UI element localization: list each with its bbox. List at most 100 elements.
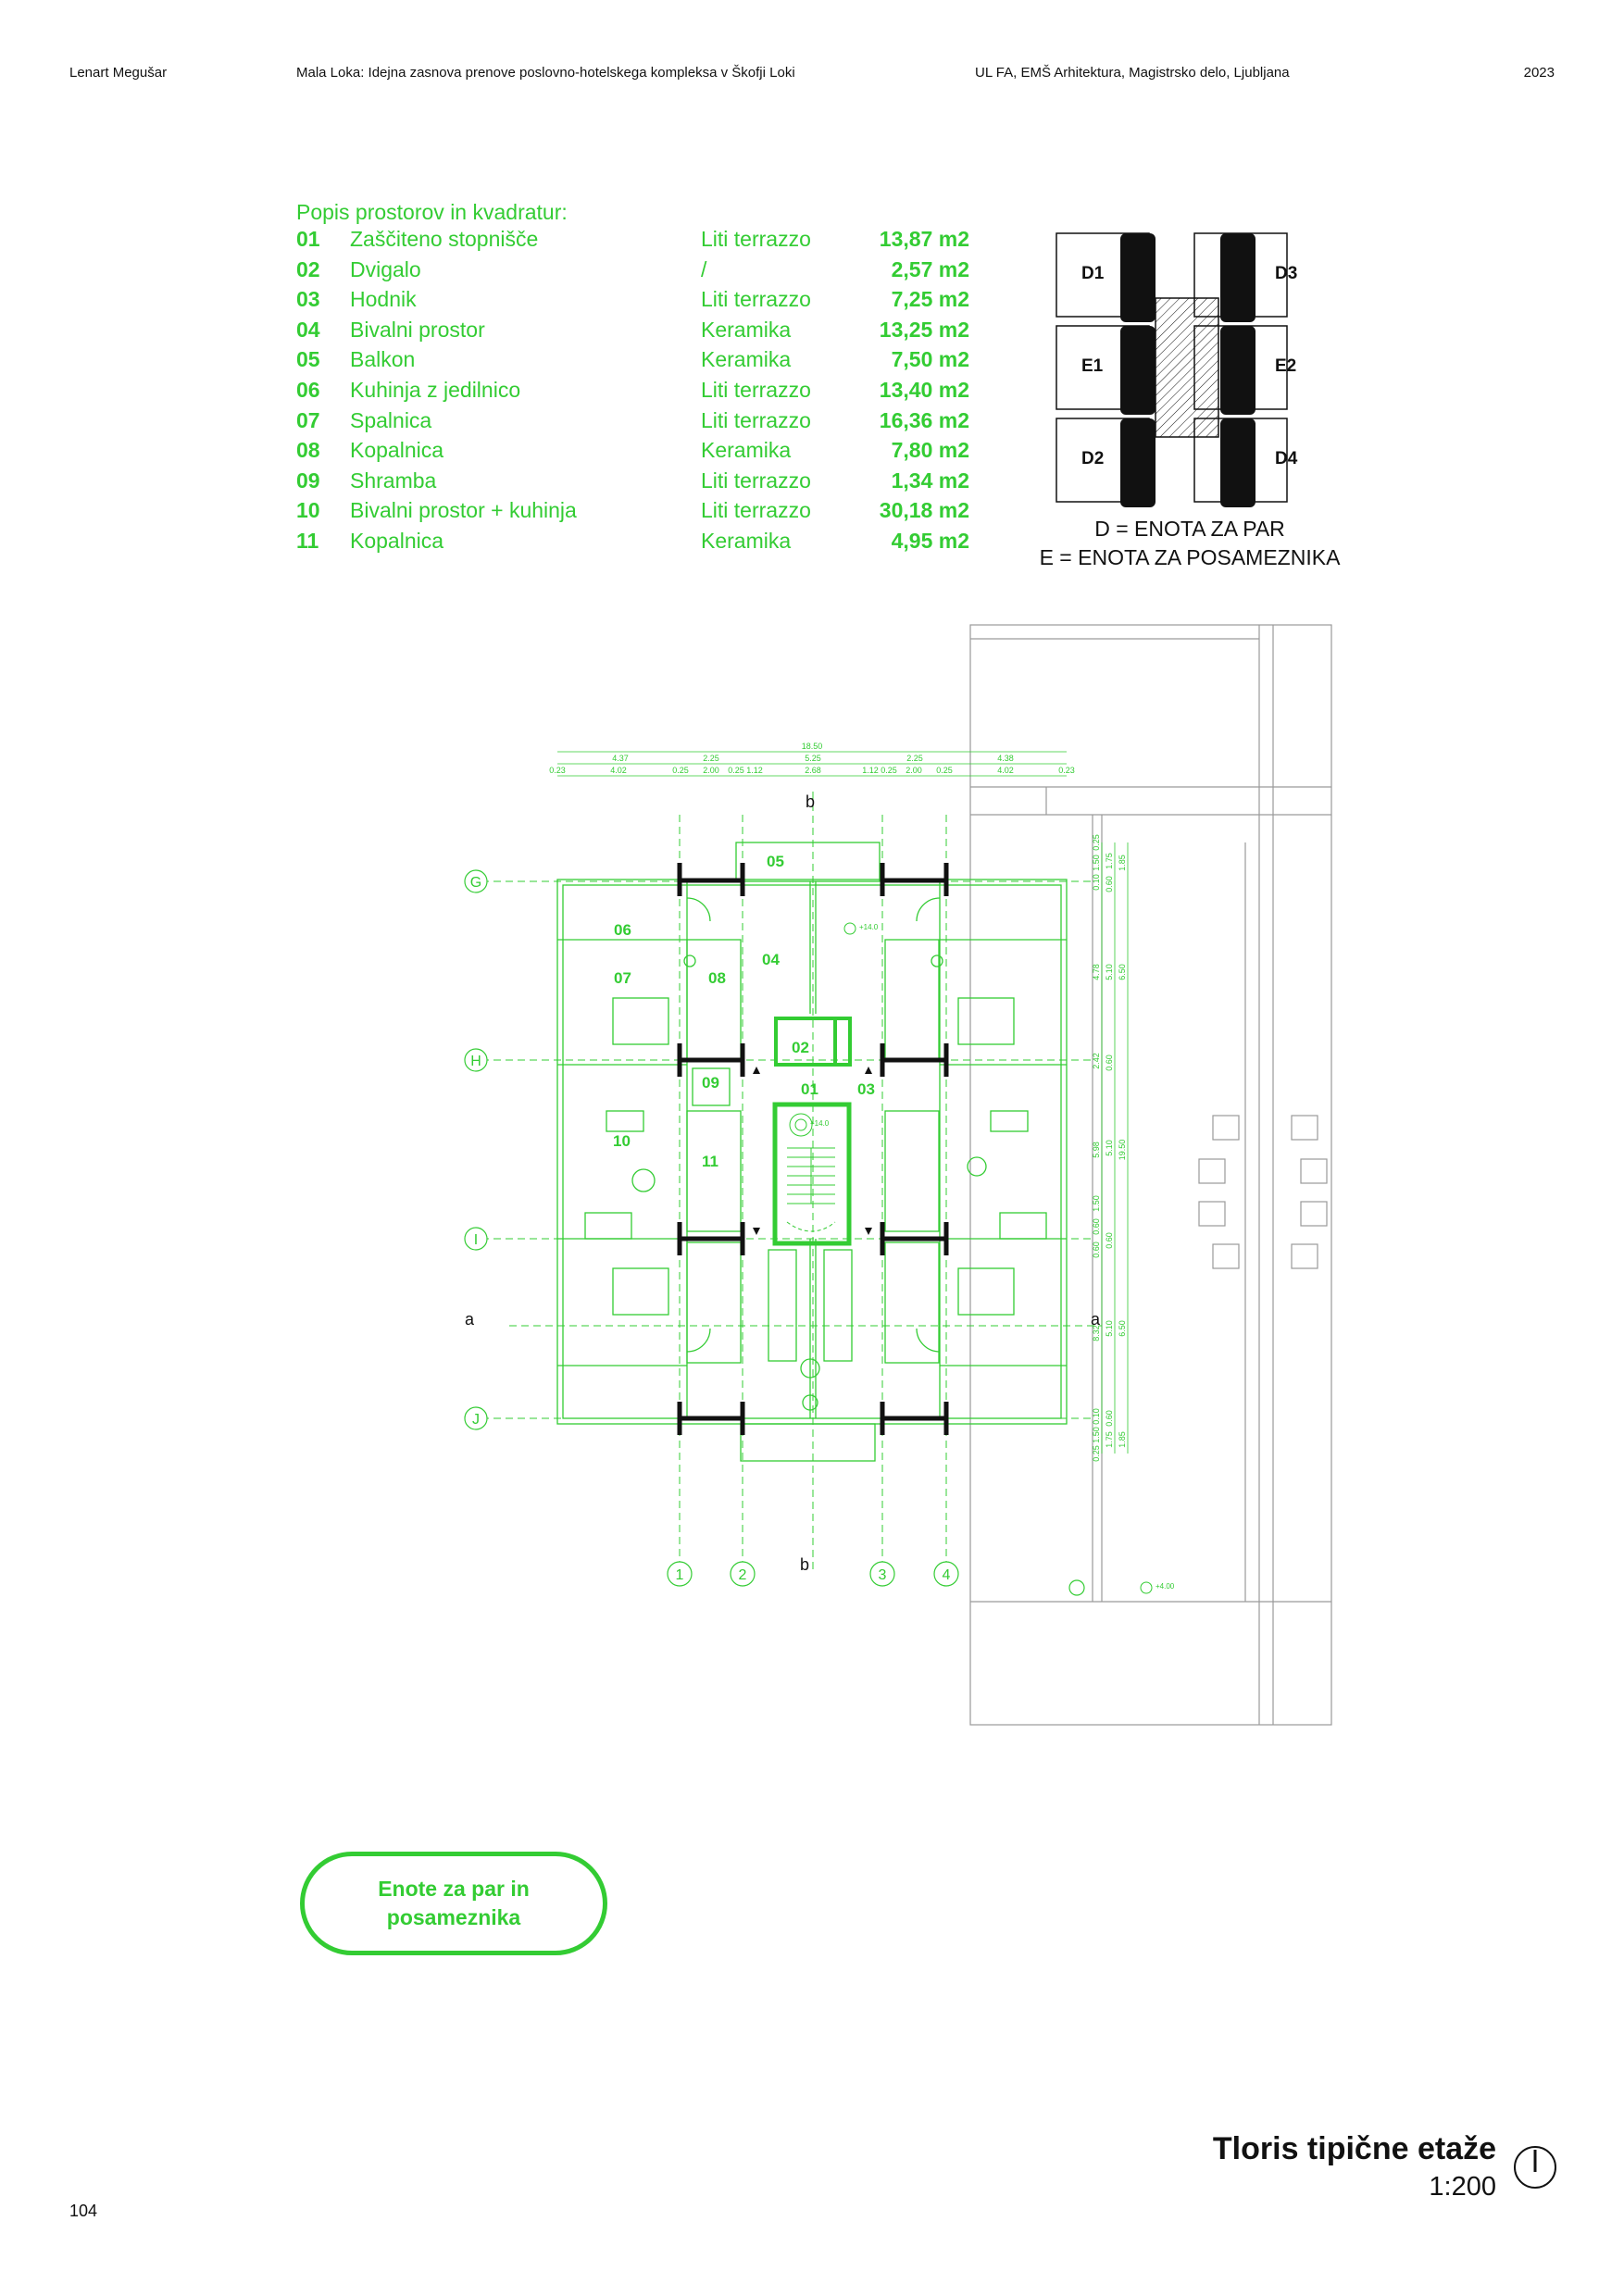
room-area: 1,34 m2 <box>891 468 969 493</box>
room-name: Hodnik <box>350 287 417 312</box>
room-row: 04 Bivalni prostor Keramika 13,25 m2 <box>296 318 981 348</box>
keyplan-core-hatch <box>1155 297 1219 438</box>
keyplan-label-d4: D4 <box>1275 449 1298 468</box>
dimension-value: 0.10 <box>1092 1408 1101 1425</box>
room-material: Liti terrazzo <box>701 227 811 251</box>
axis-label-3: 3 <box>879 1567 887 1583</box>
room-number: 11 <box>296 528 319 553</box>
dimension-value: 1.50 <box>1092 1427 1101 1443</box>
axis-label-1: 1 <box>676 1567 684 1583</box>
dimension-value: 5.10 <box>1105 1140 1114 1156</box>
north-arrow-icon <box>1514 2146 1556 2189</box>
dimension-value: 1.12 <box>862 766 879 775</box>
room-name: Kopalnica <box>350 438 444 463</box>
room-name: Kuhinja z jedilnico <box>350 377 521 402</box>
dimension-value: 0.25 <box>672 766 689 775</box>
dimension-value: 0.60 <box>1105 876 1114 892</box>
axis-bubbles <box>464 869 1085 1596</box>
dimension-value: 2.68 <box>805 766 821 775</box>
room-area: 30,18 m2 <box>879 498 969 523</box>
room-area: 4,95 m2 <box>891 528 969 553</box>
room-area: 7,25 m2 <box>891 287 969 312</box>
dimension-value: 5.25 <box>805 754 821 763</box>
room-area: 13,25 m2 <box>879 317 969 342</box>
header-institution: UL FA, EMŠ Arhitektura, Magistrsko delo,… <box>975 65 1290 81</box>
level-stair: +14.0 <box>810 1119 830 1128</box>
level-ground: +4.00 <box>1156 1582 1175 1591</box>
grid-lines <box>481 792 1102 1569</box>
room-label: 07 <box>614 969 631 987</box>
room-material: Keramika <box>701 347 792 372</box>
keyplan-legend: D = ENOTA ZA PAR E = ENOTA ZA POSAMEZNIK… <box>1018 515 1361 572</box>
room-material: Keramika <box>701 317 792 342</box>
section-mark-a-left: a <box>465 1310 475 1329</box>
room-label: 04 <box>762 951 780 968</box>
room-material: Liti terrazzo <box>701 498 811 523</box>
room-name: Bivalni prostor + kuhinja <box>350 498 577 523</box>
dimension-value: 0.60 <box>1092 1218 1101 1235</box>
axis-label-2: 2 <box>739 1567 747 1583</box>
keyplan-wall <box>1220 418 1255 507</box>
dimension-value: 0.10 <box>1092 874 1101 891</box>
room-material: / <box>701 256 707 281</box>
dimension-value: 0.60 <box>1105 1232 1114 1249</box>
dimension-value: 1.75 <box>1105 853 1114 869</box>
keyplan-label-d2: D2 <box>1081 449 1104 468</box>
dimension-value: 18.50 <box>802 742 823 751</box>
dimension-value: 0.25 <box>728 766 744 775</box>
room-name: Kopalnica <box>350 528 444 553</box>
header-author: Lenart Megušar <box>69 65 168 81</box>
dimension-value: 5.10 <box>1105 964 1114 980</box>
legend-single-unit: E = ENOTA ZA POSAMEZNIKA <box>1039 545 1341 569</box>
room-label: 02 <box>792 1039 809 1056</box>
dimension-value: 6.50 <box>1118 964 1127 980</box>
drawing-scale: 1:200 <box>1429 2172 1496 2202</box>
section-mark-a-right: a <box>1091 1310 1101 1329</box>
keyplan-wall <box>1220 326 1255 415</box>
building-walls <box>556 842 1068 1462</box>
room-number: 01 <box>296 227 320 251</box>
dimension-value: 0.60 <box>1105 1054 1114 1071</box>
room-number: 04 <box>296 317 320 342</box>
room-number: 08 <box>296 438 320 463</box>
dimension-value: 4.02 <box>610 766 627 775</box>
unit-types-badge: Enote za par in posameznika <box>300 1852 607 1955</box>
dimension-value: 0.25 <box>936 766 953 775</box>
room-name: Spalnica <box>350 407 432 432</box>
keyplan-label-e1: E1 <box>1081 356 1104 376</box>
dimension-value: 0.25 <box>1092 834 1101 851</box>
dimension-lines <box>557 751 1129 1454</box>
room-number: 10 <box>296 498 320 523</box>
room-number: 06 <box>296 377 320 402</box>
dimension-value: 19.50 <box>1118 1140 1127 1161</box>
room-material: Liti terrazzo <box>701 468 811 493</box>
room-row: 10 Bivalni prostor + kuhinja Liti terrazzo… <box>296 498 981 529</box>
axis-label-i: I <box>474 1232 478 1248</box>
dimension-value: 4.78 <box>1092 964 1101 980</box>
page-number: 104 <box>69 2202 98 2220</box>
dimension-value: 0.60 <box>1092 1242 1101 1258</box>
context-building <box>969 624 1332 1726</box>
room-area: 7,80 m2 <box>891 438 969 463</box>
structural-columns <box>677 863 949 1435</box>
dimension-value: 1.12 <box>746 766 763 775</box>
room-name: Bivalni prostor <box>350 317 485 342</box>
level-marks <box>794 922 1153 1594</box>
room-number: 09 <box>296 468 320 493</box>
drawing-title: Tloris tipične etaže <box>1212 2131 1496 2166</box>
dimension-value: 2.00 <box>906 766 922 775</box>
dimension-value: 4.37 <box>612 754 629 763</box>
axis-label-h: H <box>470 1054 481 1069</box>
room-area: 13,87 m2 <box>879 227 969 251</box>
room-name: Balkon <box>350 347 416 372</box>
dimension-value: 5.98 <box>1092 1142 1101 1158</box>
dimension-value: 4.02 <box>997 766 1014 775</box>
